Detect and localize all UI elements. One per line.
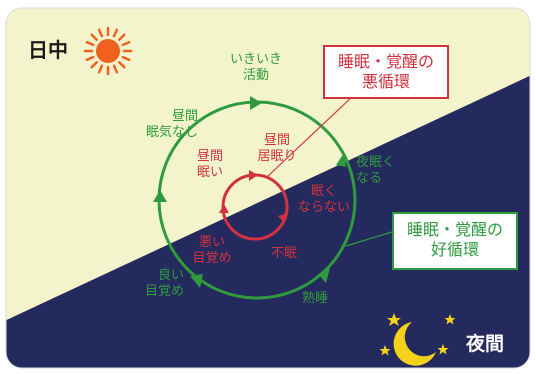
bad-cycle-title: 睡眠・覚醒の 悪循環 [323,45,449,99]
star-icon [387,313,401,326]
star-icon [437,344,449,355]
bad-step-daytime-sleepy: 昼間 眠い [196,149,223,180]
arrowhead [336,153,346,167]
good-cycle-connector [345,231,393,247]
bad-cycle-arrows [219,170,287,223]
arrowhead [250,96,262,110]
panel-border [5,7,531,369]
good-cycle-title: 睡眠・覚醒の 好循環 [392,212,518,270]
good-step-good-wakeup: 良い 目覚め [144,268,184,299]
good-step-no-daytime-sleepiness: 昼間 眠気なし [145,109,198,140]
day-label: 日中 [28,38,68,62]
good-cycle-arrows [153,96,346,288]
arrowhead [278,213,287,223]
arrowhead [249,170,258,181]
arrowhead [318,268,330,283]
arrowhead [190,274,203,288]
bad-step-bad-wakeup: 悪い 目覚め [192,235,232,266]
good-step-active: いきいき 活動 [229,52,282,83]
arrowhead [153,190,167,202]
star-icon-group [379,313,456,356]
moon-icon [393,322,436,366]
bad-step-daytime-nap: 昼間 居眠り [257,133,297,164]
night-label: 夜間 [466,333,505,355]
bad-step-not-sleepy: 眠く ならない [297,184,350,215]
good-step-deep-sleep: 熟睡 [302,291,329,306]
good-step-night-sleepy: 夜眠く なる [356,155,396,186]
star-icon [379,345,391,356]
star-icon [444,314,456,325]
night-background [6,73,530,368]
bad-cycle-connector [267,95,354,177]
bad-step-insomnia: 不眠 [270,246,297,261]
arrowhead [219,204,229,213]
sun-icon [83,26,133,76]
